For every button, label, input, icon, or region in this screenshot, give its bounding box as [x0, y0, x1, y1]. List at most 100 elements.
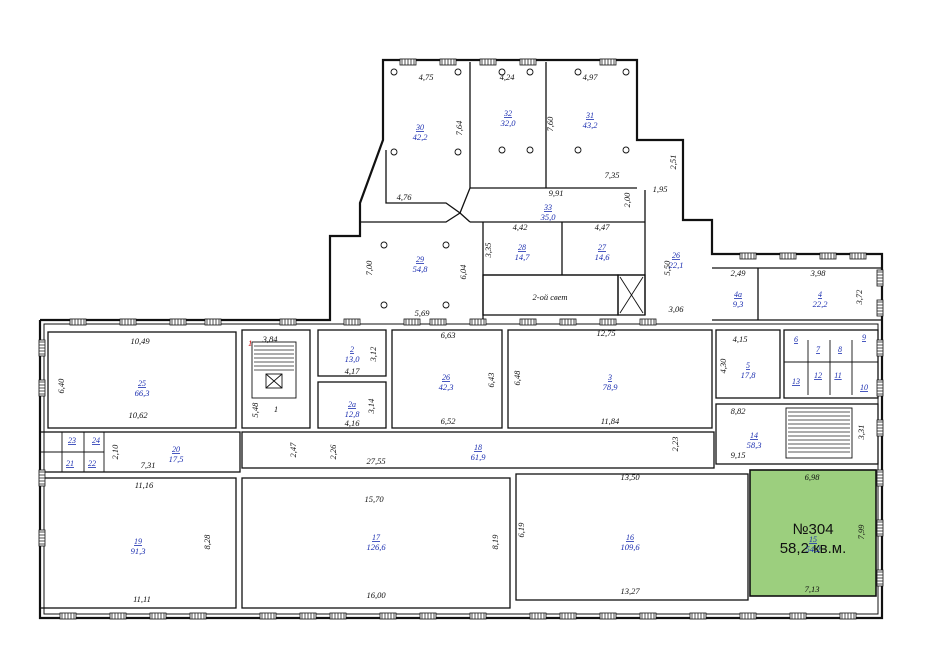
- room-number: 24: [92, 436, 100, 445]
- room-area: 58,3: [747, 440, 762, 450]
- room-area: 17,5: [169, 454, 184, 464]
- room-area: 126,6: [366, 542, 386, 552]
- room-area: 42,3: [439, 382, 454, 392]
- room-number: 10: [860, 383, 868, 392]
- dimension-label: 15,70: [364, 494, 384, 504]
- room-number: 26: [442, 373, 450, 382]
- room-number: 20: [172, 445, 180, 454]
- dimension-label: 9,91: [549, 188, 564, 198]
- room-number: 5: [746, 361, 750, 370]
- room-area: 22,2: [813, 299, 829, 309]
- room-number: 13: [792, 377, 800, 386]
- room-number: 33: [543, 203, 552, 212]
- room-number: 19: [134, 537, 142, 546]
- dimension-label: 11,16: [135, 480, 154, 490]
- dimension-label: 13,50: [620, 472, 640, 482]
- dimension-label: 4,76: [397, 192, 413, 202]
- room-area: 22,1: [669, 260, 684, 270]
- dimension-label: 5,50: [662, 260, 672, 276]
- unit-code: №304: [792, 521, 833, 538]
- room-area: 66,3: [135, 388, 150, 398]
- dimension-label: 6,63: [441, 330, 456, 340]
- dimension-label: 4,97: [583, 72, 599, 82]
- room-number: 25: [138, 379, 146, 388]
- dimension-label: 7,60: [545, 116, 555, 132]
- room-area: 54,2: [806, 544, 822, 554]
- stair-marker: 1: [248, 338, 252, 348]
- room-area: 35,0: [540, 212, 557, 222]
- room-number: 2a: [348, 400, 356, 409]
- room-area: 9,3: [733, 299, 744, 309]
- exterior-walls: [38, 58, 884, 620]
- dimension-label: 10,49: [130, 336, 150, 346]
- room-area: 14,7: [515, 252, 531, 262]
- dimension-label: 7,35: [605, 170, 620, 180]
- room-number: 14: [750, 431, 758, 440]
- room-area: 13,0: [345, 354, 361, 364]
- dimension-label: 7,00: [364, 260, 374, 276]
- dimension-label: 4,24: [500, 72, 516, 82]
- dimension-label: 11,84: [601, 416, 620, 426]
- highlighted-unit[interactable]: №304 58,2 кв.м.: [749, 469, 877, 597]
- dimension-label: 7,31: [141, 460, 156, 470]
- room-area: 42,2: [413, 132, 429, 142]
- room-number: 7: [816, 345, 821, 354]
- dimension-label: 5,69: [415, 308, 431, 318]
- room-number: 4a: [734, 290, 742, 299]
- dimension-label: 6,04: [458, 264, 468, 280]
- dimension-label: 7,13: [805, 584, 820, 594]
- dimension-label: 2,00: [622, 192, 632, 208]
- room-number: 3: [607, 373, 612, 382]
- room-number: 12: [814, 371, 822, 380]
- dimension-label: 4,15: [733, 334, 748, 344]
- room-number: 16: [626, 533, 634, 542]
- room-number: 27: [598, 243, 607, 252]
- dimension-label: 4,17: [345, 366, 361, 376]
- dimension-label: 4,47: [595, 222, 611, 232]
- room-number: 15: [809, 535, 817, 544]
- dimension-label: 4,16: [345, 418, 361, 428]
- room-number: 29: [416, 255, 424, 264]
- dimension-label: 3,12: [368, 346, 378, 363]
- room-number: 26: [672, 251, 680, 260]
- dimension-label: 4,75: [419, 72, 434, 82]
- dimension-label: 3,35: [483, 243, 493, 259]
- room-area: 54,8: [413, 264, 429, 274]
- room-number: 11: [834, 371, 841, 380]
- room-number: 17: [372, 533, 381, 542]
- dimension-label: 4,42: [513, 222, 529, 232]
- room-1-label: 1: [274, 404, 278, 414]
- dimension-label: 6,43: [486, 373, 496, 388]
- unit-area: 58,2 кв.м.: [780, 540, 847, 557]
- dimension-label: 9,15: [731, 450, 746, 460]
- room-area: 109,6: [620, 542, 640, 552]
- dimension-label: 4,30: [718, 358, 728, 374]
- dimension-label: 6,52: [441, 416, 457, 426]
- room-number: 23: [68, 436, 76, 445]
- dimension-label: 2,49: [731, 268, 747, 278]
- room-number: 4: [818, 290, 822, 299]
- room-area: 32,0: [500, 118, 517, 128]
- unit-304-fill[interactable]: [749, 469, 877, 597]
- dimension-label: 27,55: [366, 456, 385, 466]
- dimension-label: 13,27: [620, 586, 640, 596]
- room-number: 9: [862, 333, 866, 342]
- dimension-label: 6,48: [512, 370, 522, 386]
- room-number: 18: [474, 443, 482, 452]
- dimension-label: 2,26: [328, 444, 338, 460]
- dimension-label: 5,48: [250, 402, 260, 418]
- room-number: 32: [503, 109, 512, 118]
- room-number: 2: [350, 345, 354, 354]
- dimension-label: 2,23: [670, 437, 680, 452]
- stairs: [251, 341, 853, 459]
- dimension-label: 6,19: [516, 522, 526, 538]
- upper-wing: [360, 62, 882, 321]
- room-number: 21: [66, 459, 74, 468]
- room-number: 8: [838, 345, 842, 354]
- dimension-label: 7,99: [856, 524, 866, 540]
- dimension-label: 3,06: [668, 304, 685, 314]
- dimension-label: 2,51: [668, 155, 678, 170]
- room-number: 22: [88, 459, 96, 468]
- room-number: 28: [518, 243, 526, 252]
